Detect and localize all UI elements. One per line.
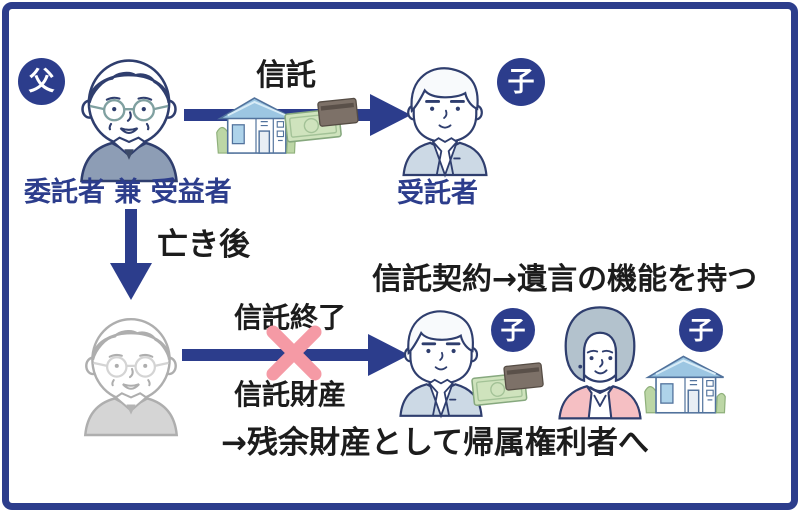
child-badge-heir-son: 子 [491, 308, 535, 352]
inherited-money-icon [470, 361, 546, 407]
child-badge-label: 子 [507, 66, 535, 98]
inherited-house-icon [643, 355, 727, 414]
trust-label: 信託 [256, 58, 316, 93]
child-badge-heir-daughter: 子 [679, 308, 723, 352]
trust-end-arrow-icon [182, 334, 409, 376]
trustee-son-icon [402, 67, 488, 178]
settlor-beneficiary-label: 委託者 兼 受益者 [24, 177, 232, 208]
residual-assets-note: →残余財産として帰属権利者へ [221, 425, 650, 461]
father-badge-label: 父 [28, 66, 55, 97]
trust-assets-label: 信託財産 [234, 378, 347, 411]
trust-end-label: 信託終了 [234, 301, 347, 334]
father-badge: 父 [18, 58, 65, 105]
child-badge-trustee: 子 [497, 58, 545, 106]
trustee-label: 受託者 [397, 178, 478, 209]
after-death-arrow-icon [110, 209, 152, 300]
father-icon [80, 59, 178, 183]
child-badge-label: 子 [688, 315, 714, 345]
child-badge-label: 子 [500, 315, 526, 345]
cancel-cross-icon [266, 325, 322, 381]
contract-function-note: 信託契約→遺言の機能を持つ [372, 262, 758, 297]
money-icon [284, 97, 359, 143]
deceased-father-icon [84, 317, 178, 437]
after-death-label: 亡き後 [157, 227, 250, 263]
mother-icon [558, 306, 642, 420]
